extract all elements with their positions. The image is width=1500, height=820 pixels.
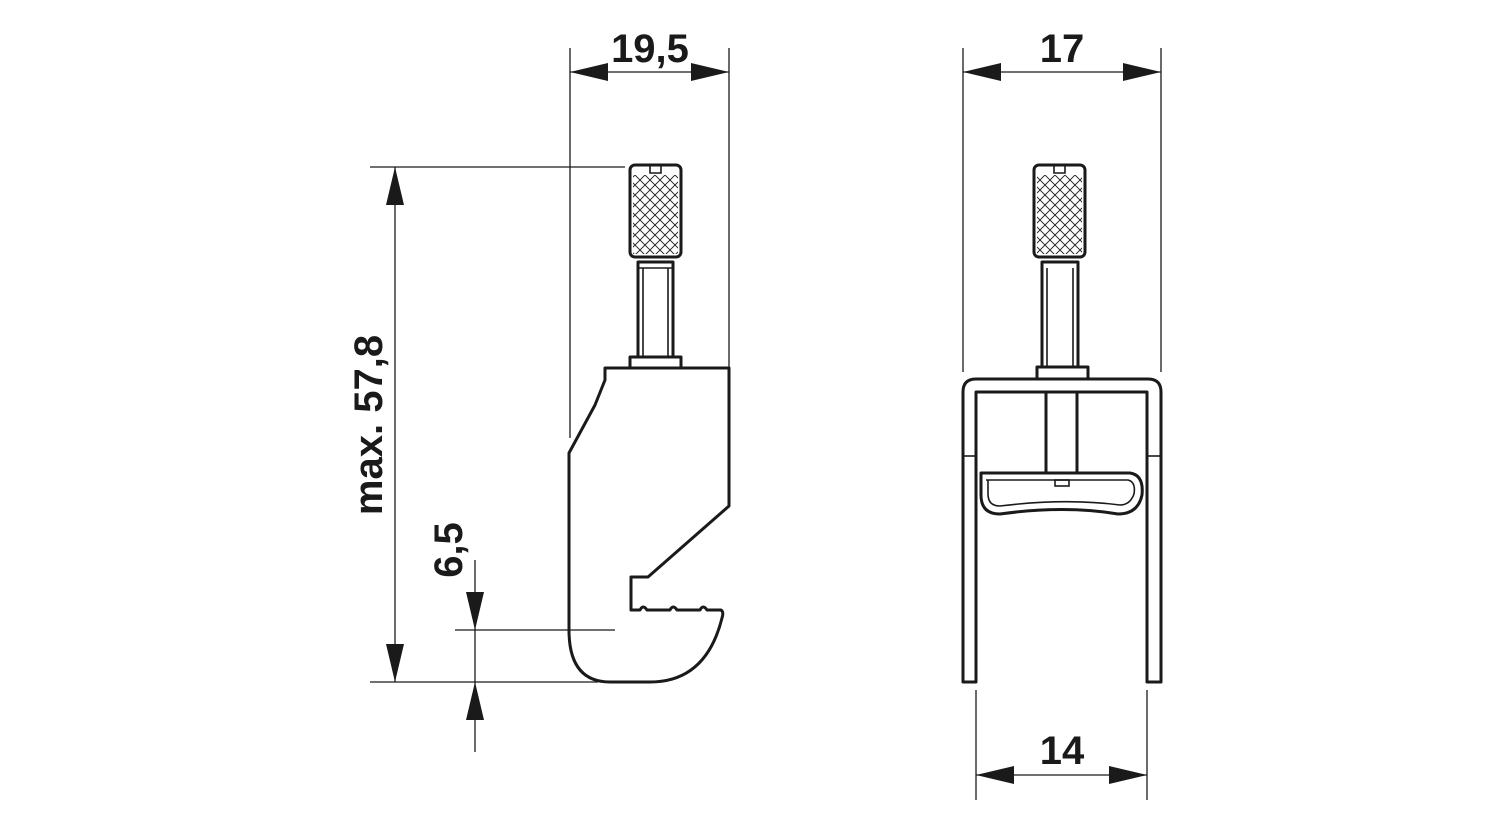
pressure-plate <box>979 471 1144 516</box>
screw-slot <box>649 165 662 174</box>
dimension-max-height: max. 57,8 <box>347 166 625 683</box>
dimension-front-bottom-width: 14 <box>975 690 1148 800</box>
side-view <box>567 163 731 684</box>
clamp-body-side <box>567 366 731 684</box>
dimension-label-17: 17 <box>1040 27 1085 71</box>
dimension-label-14: 14 <box>1040 729 1085 773</box>
clamp-bracket-front <box>961 377 1163 684</box>
dimension-label-6-5: 6,5 <box>427 522 471 578</box>
screw-shaft-side <box>636 260 675 359</box>
dimension-label-max-57-8: max. 57,8 <box>347 335 391 515</box>
screw-shaft-front <box>1040 260 1080 369</box>
front-view <box>961 163 1163 684</box>
dimension-side-width: 19,5 <box>569 27 730 438</box>
dimension-front-top-width: 17 <box>962 27 1162 372</box>
dimension-label-19-5: 19,5 <box>611 27 689 71</box>
screw-collar-front <box>1035 365 1090 381</box>
dimension-jaw-depth: 6,5 <box>427 522 615 752</box>
screw-collar-side <box>628 355 683 370</box>
screw-shaft-front-lower <box>1044 390 1079 476</box>
